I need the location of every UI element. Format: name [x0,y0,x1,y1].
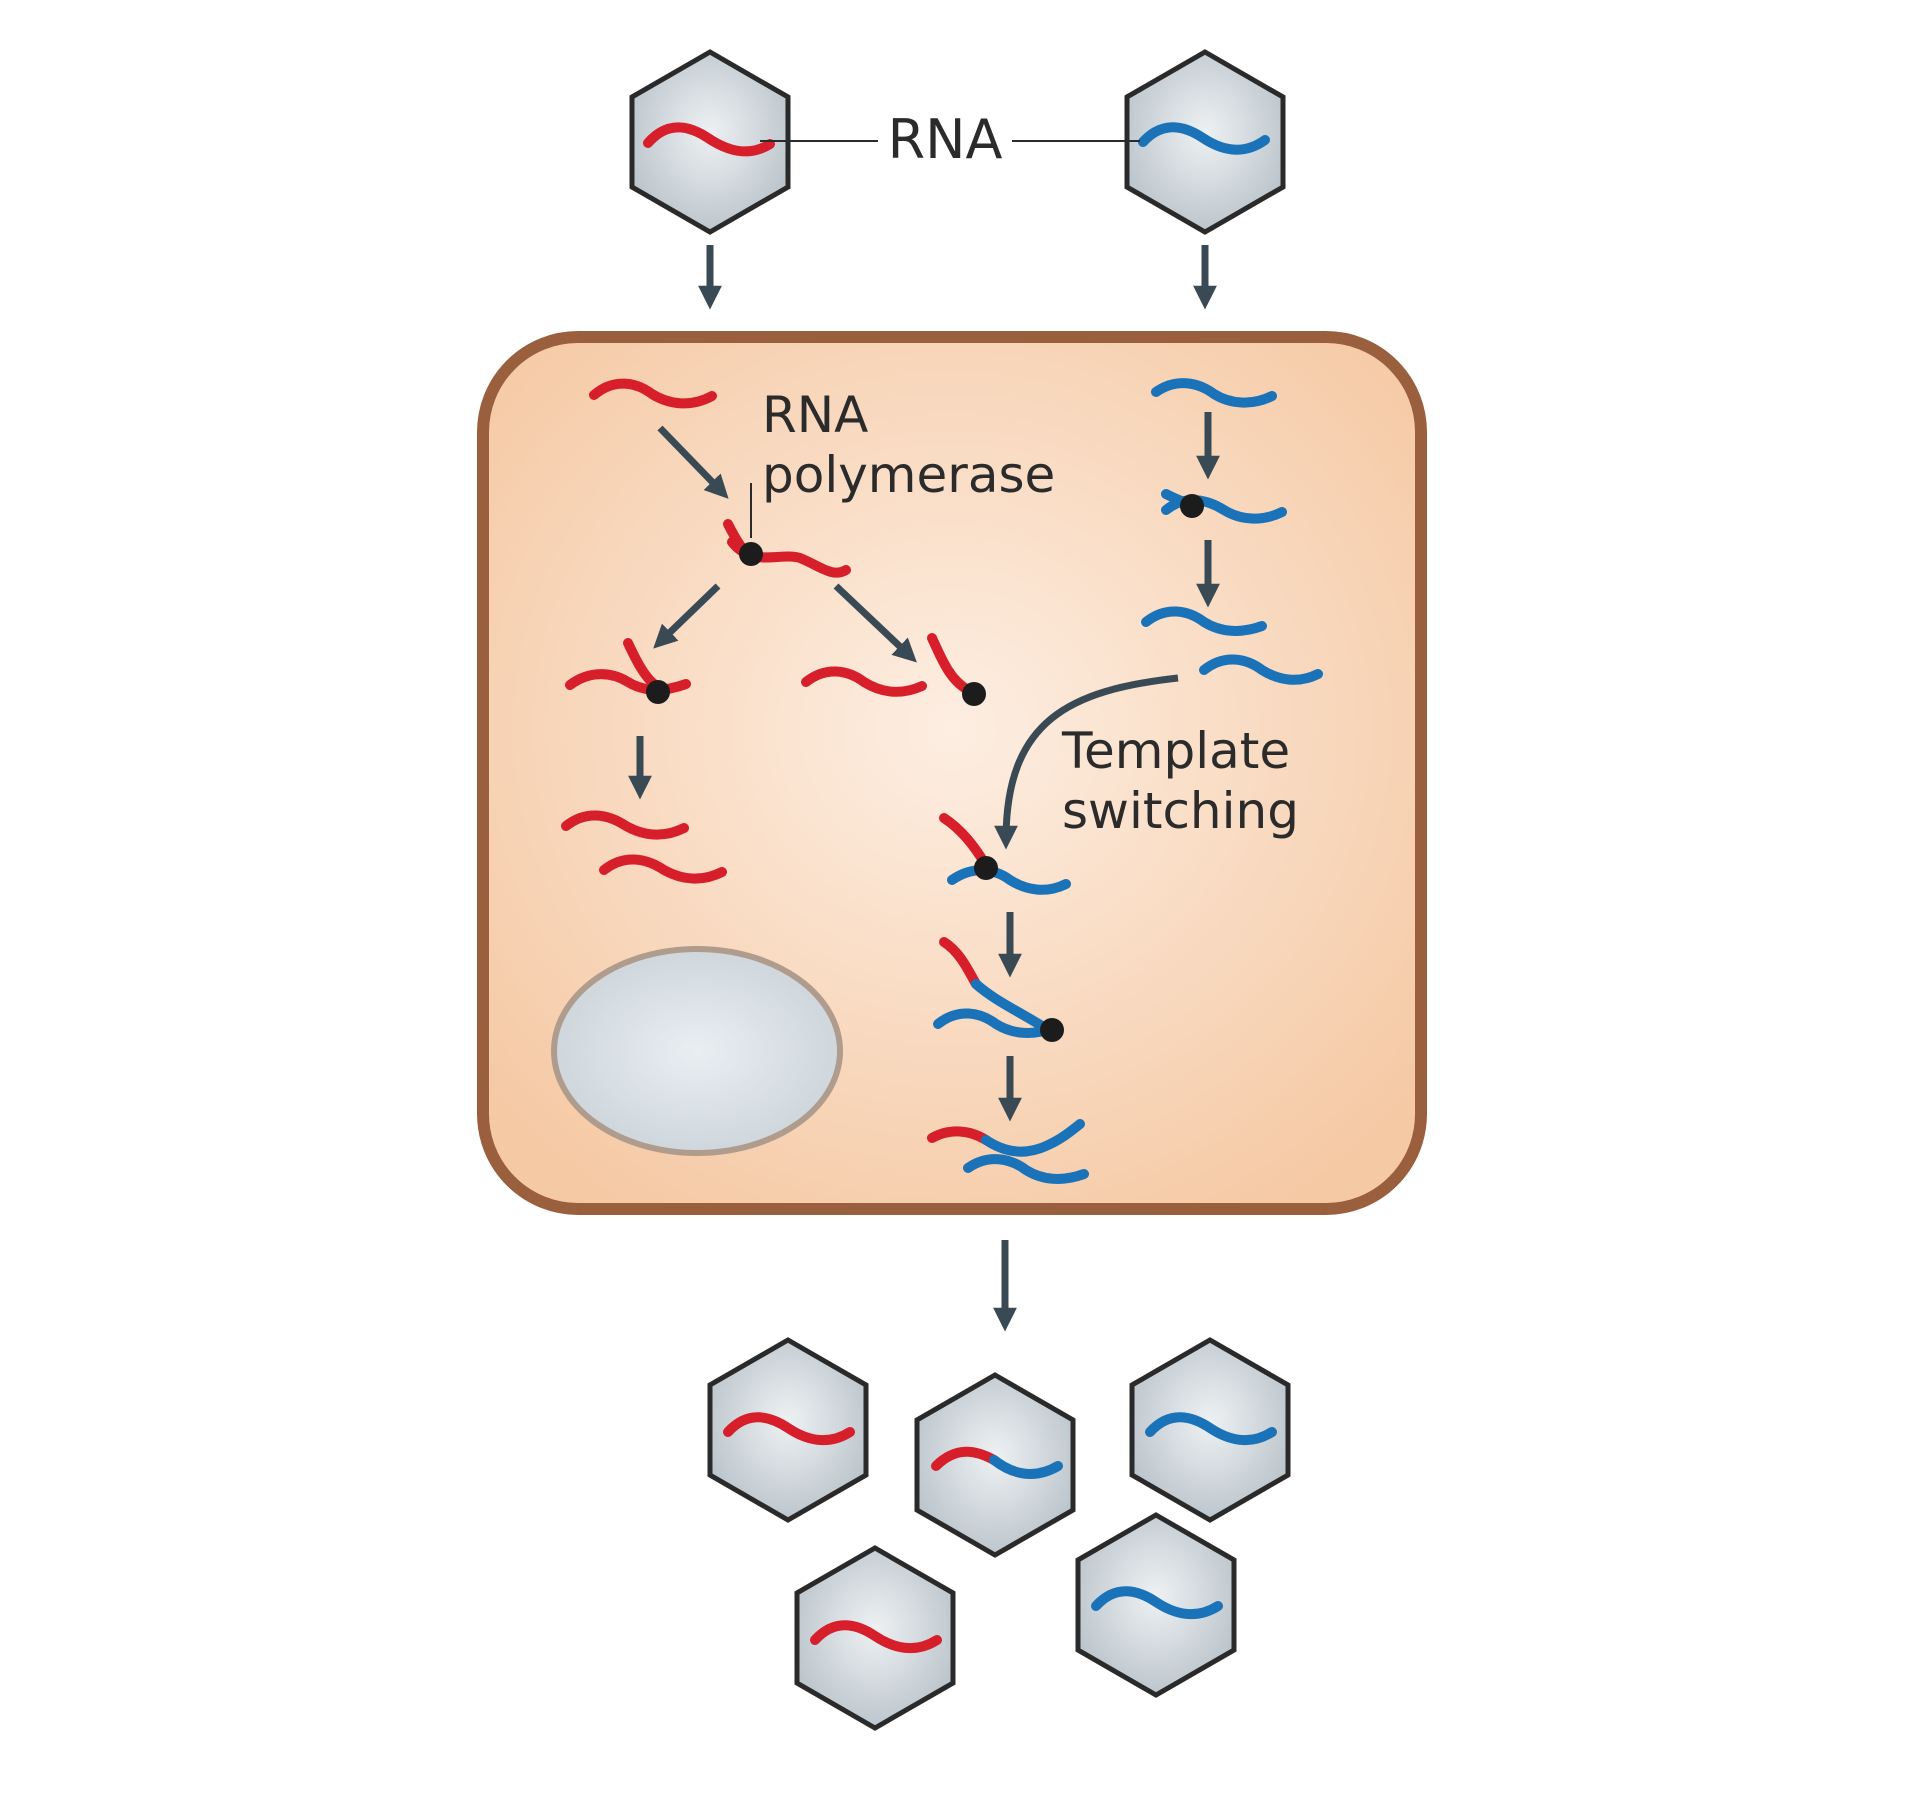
template-switching-label-line1: Template [1061,722,1290,780]
red-product-2 [599,854,727,884]
blue-rna-strand [1091,1586,1223,1620]
polymerase-dot-released [962,682,986,706]
blue-product-1 [1141,606,1267,636]
red-rna-strand [810,1620,942,1654]
progeny-virion-blue-1 [1129,1337,1291,1523]
nucleus [551,946,843,1156]
red-nascent-left [623,638,659,689]
arrow-branch-left [653,583,721,649]
blue-nascent-extend [971,979,1047,1031]
rna-polymerase-dot [739,542,763,566]
polymerase-label-line1: RNA [762,386,868,444]
blue-template-extend [933,1008,1059,1038]
polymerase-dot-switch [974,856,998,880]
red-nascent-fragment [927,633,973,695]
template-switching-arrow [994,674,1179,850]
blue-rna-in-cell [1151,378,1277,408]
red-rna-strand [643,122,775,157]
polymerase-dot-left [646,680,670,704]
progeny-virion-red-2 [794,1545,956,1731]
rna-label: RNA [888,108,1003,171]
blue-rna-strand [1145,1412,1277,1446]
red-product-1 [561,810,689,840]
recombinant-blue-segment [981,1119,1085,1157]
arrow-branch-right [833,583,917,663]
recombinant-red-part [931,1446,999,1471]
polymerase-label-line2: polymerase [762,446,1055,504]
red-template-released [801,666,927,697]
recombinant-complement [963,1154,1089,1184]
blue-product-2 [1199,654,1323,685]
parent-virion-blue [1124,49,1286,235]
red-rna-strand [723,1412,855,1446]
progeny-virion-red-1 [707,1337,869,1523]
blue-template-switch [947,865,1071,895]
polymerase-dot-blue [1180,494,1204,518]
progeny-virion-recombinant [914,1372,1076,1558]
recombinant-blue-part [989,1455,1063,1479]
template-switching-label-line2: switching [1062,782,1299,840]
progeny-virion-blue-2 [1075,1512,1237,1698]
arrow-to-polymerase [657,425,729,499]
parent-virion-red [629,49,791,235]
polymerase-dot-extend [1040,1018,1064,1042]
red-rna-in-cell [589,378,717,409]
blue-rna-strand [1138,122,1270,155]
